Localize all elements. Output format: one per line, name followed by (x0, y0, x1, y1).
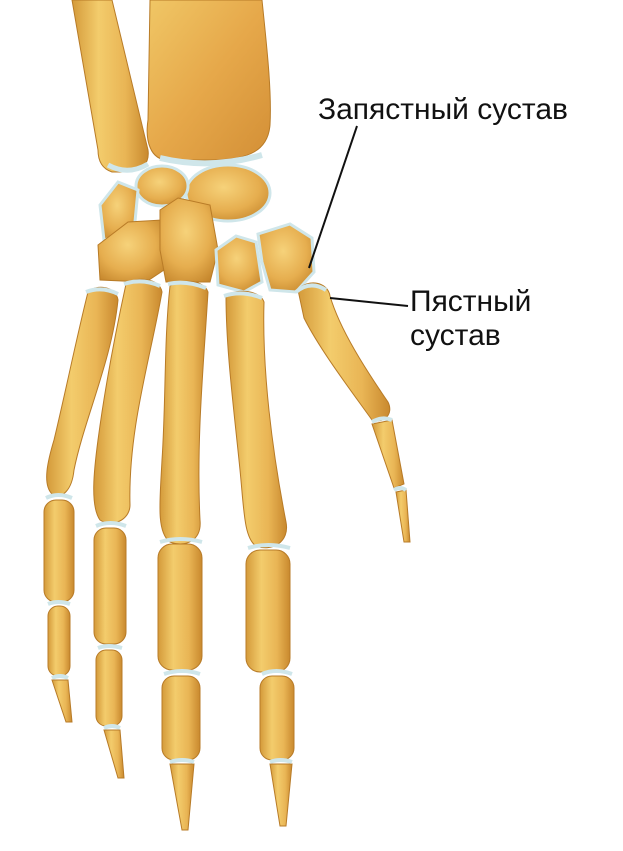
label-metacarpal-joint-line2: сустав (410, 319, 501, 352)
ulna (71, 0, 149, 173)
trapezoid (214, 234, 264, 294)
middle-phalanx-4 (95, 649, 123, 727)
metacarpal-1 (297, 282, 391, 422)
phalanges (43, 416, 411, 831)
carpal-bones (97, 163, 316, 294)
distal-phalanx-4 (103, 729, 125, 779)
label-metacarpal-joint-line1: Пястный (410, 285, 532, 318)
lunate (134, 164, 190, 208)
metacarpal-2 (225, 290, 288, 549)
proximal-phalanx-1 (371, 419, 405, 489)
label-wrist-joint: Запястный сустав (318, 93, 568, 126)
middle-phalanx-3 (161, 675, 201, 761)
proximal-phalanx-4 (93, 527, 127, 645)
leader-line-wrist-joint (308, 125, 358, 269)
forearm-bones (71, 0, 271, 173)
metacarpal-bones (46, 278, 391, 549)
middle-phalanx-5 (47, 605, 71, 677)
metacarpal-4 (93, 278, 163, 524)
capitate (159, 197, 219, 283)
label-metacarpal-joint: Пястный сустав (410, 285, 531, 353)
metacarpal-5 (46, 286, 119, 497)
leader-line-metacarpal-joint (329, 297, 409, 307)
trapezium (256, 222, 316, 294)
proximal-phalanx-3 (157, 543, 203, 671)
distal-phalanx-5 (51, 679, 73, 723)
middle-phalanx-2 (259, 675, 295, 761)
distal-phalanx-1 (395, 489, 411, 543)
distal-phalanx-3 (169, 763, 195, 831)
metacarpal-3 (159, 280, 209, 545)
distal-phalanx-2 (269, 763, 293, 827)
radius (146, 0, 271, 161)
proximal-phalanx-5 (43, 499, 75, 603)
proximal-phalanx-2 (245, 549, 291, 673)
